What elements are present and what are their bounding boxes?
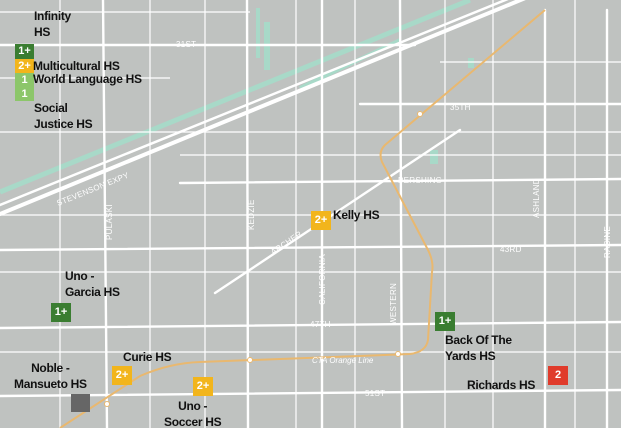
orange-line-station <box>247 357 253 363</box>
rating-badge[interactable]: 2+ <box>311 211 331 230</box>
school-label: Social Justice HS <box>34 101 93 131</box>
label-pershing: PERSHING <box>398 176 442 185</box>
label-35th: 35TH <box>450 103 471 112</box>
street-47th <box>0 320 621 330</box>
label-51st: 51ST <box>365 389 385 398</box>
label-archer: ARCHER <box>269 229 304 256</box>
label-orange-line: CTA Orange Line <box>312 356 374 365</box>
school-label: Noble - Mansueto HS <box>14 361 87 391</box>
street-archer <box>213 128 462 295</box>
street-43rd <box>0 243 621 252</box>
street-western <box>398 0 404 428</box>
school-label: Curie HS <box>123 350 172 364</box>
orange-line-track <box>59 9 546 428</box>
water-pond <box>256 8 260 58</box>
school-label: World Language HS <box>33 72 142 86</box>
orange-line-station <box>417 111 423 117</box>
street-pulaski <box>101 0 109 428</box>
street-kedzie <box>245 0 250 428</box>
label-western: WESTERN <box>389 283 398 325</box>
water-features <box>0 0 474 195</box>
rating-badge[interactable]: 1+ <box>51 303 71 322</box>
rating-badge[interactable]: 1 <box>15 73 34 87</box>
rating-badge[interactable]: 2 <box>548 366 568 385</box>
school-label: Kelly HS <box>333 208 380 222</box>
school-label: Multicultural HS <box>33 59 120 73</box>
expressway <box>0 0 526 216</box>
rating-badge[interactable]: 2+ <box>112 366 132 385</box>
label-ashland: ASHLAND <box>532 178 541 218</box>
orange-line-station <box>395 351 401 357</box>
school-label: Infinity HS <box>34 9 71 39</box>
school-label: Uno - Garcia HS <box>65 269 120 299</box>
gray-square-icon[interactable] <box>71 394 90 412</box>
label-california: CALIFORNIA <box>318 254 327 305</box>
rating-badge[interactable]: 1+ <box>15 44 34 59</box>
stevenson-expressway <box>0 0 509 207</box>
rating-badge[interactable]: 2+ <box>193 377 213 396</box>
label-racine: RACINE <box>603 226 612 258</box>
school-label: Back Of The Yards HS <box>445 333 512 363</box>
street-51st <box>0 388 621 398</box>
label-31st: 31ST <box>176 40 196 49</box>
water-pond <box>468 58 474 68</box>
school-label: Uno - Soccer HS <box>164 399 222 428</box>
label-47th: 47TH <box>310 320 331 329</box>
rating-badge[interactable]: 1+ <box>435 312 455 331</box>
rating-badge[interactable]: 1 <box>15 87 34 101</box>
label-pulaski: PULASKI <box>105 204 114 240</box>
water-pond <box>430 150 438 164</box>
label-kedzie: KEDZIE <box>247 199 256 230</box>
orange-line-station <box>104 401 110 407</box>
water-canal <box>0 0 471 195</box>
label-43rd: 43RD <box>500 245 522 254</box>
stevenson-expressway <box>0 0 526 216</box>
school-label: Richards HS <box>467 378 536 392</box>
rating-badge[interactable]: 2+ <box>15 59 34 73</box>
cta-orange-line <box>59 9 546 428</box>
